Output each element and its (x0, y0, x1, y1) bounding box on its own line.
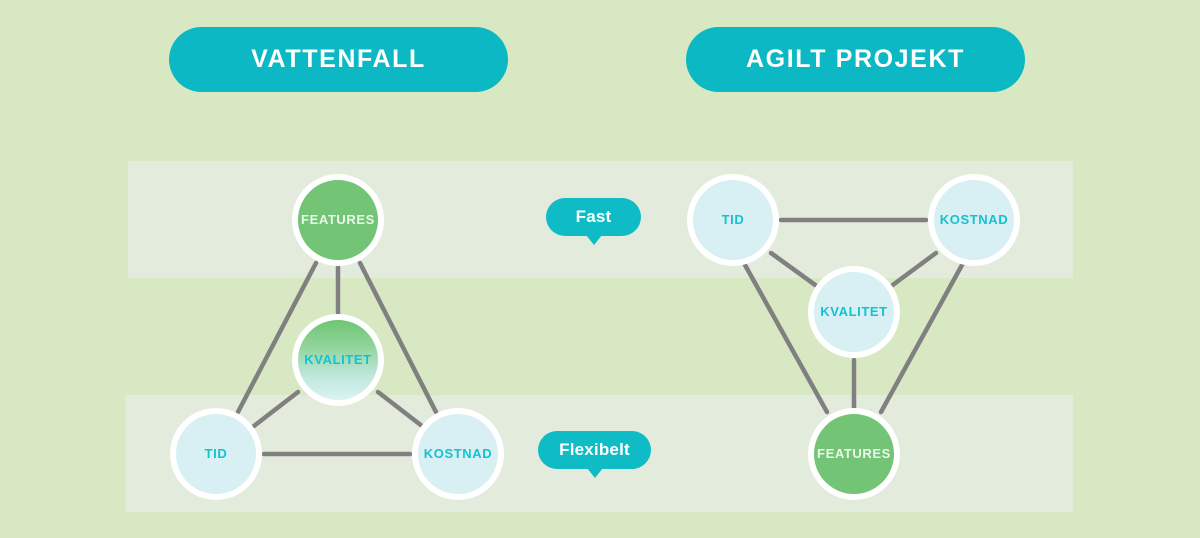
callout-flexibelt: Flexibelt (538, 431, 651, 478)
callout-fast: Fast (546, 198, 641, 245)
title-pill-agilt-projekt: AGILT PROJEKT (686, 27, 1025, 92)
node-vattenfall-kvalitet[interactable]: KVALITET (292, 314, 384, 406)
node-vattenfall-tid[interactable]: TID (170, 408, 262, 500)
node-vattenfall-kostnad[interactable]: KOSTNAD (412, 408, 504, 500)
title-pill-vattenfall: VATTENFALL (169, 27, 508, 92)
node-vattenfall-features[interactable]: FEATURES (292, 174, 384, 266)
node-agilt-kvalitet[interactable]: KVALITET (808, 266, 900, 358)
node-agilt-features[interactable]: FEATURES (808, 408, 900, 500)
node-agilt-tid[interactable]: TID (687, 174, 779, 266)
node-agilt-kostnad[interactable]: KOSTNAD (928, 174, 1020, 266)
